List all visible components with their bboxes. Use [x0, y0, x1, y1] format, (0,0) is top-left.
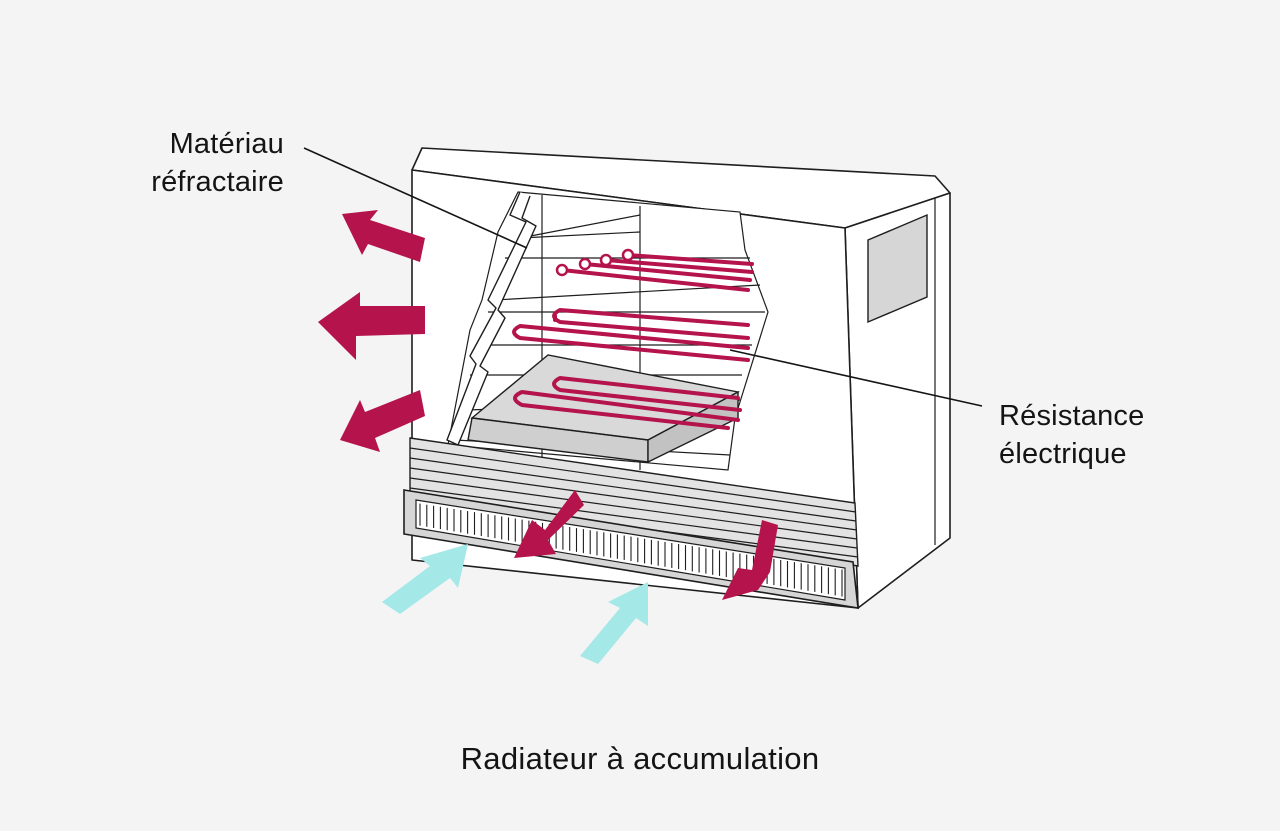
control-panel-window	[867, 213, 928, 324]
cutaway-interior	[446, 191, 769, 471]
hot-air-arrow	[342, 210, 425, 262]
diagram-caption: Radiateur à accumulation	[460, 741, 820, 776]
hot-air-arrow	[340, 390, 425, 452]
hot-air-arrows-left	[318, 210, 425, 452]
cold-air-arrow	[382, 544, 468, 614]
resistance-leader-line	[729, 349, 983, 407]
refractory-label-line1: Matériau	[169, 128, 284, 160]
cold-air-arrow	[580, 582, 648, 664]
refractory-leader-line	[303, 147, 528, 249]
resistance-label-line1: Résistance	[999, 400, 1145, 432]
hot-air-arrow	[722, 520, 778, 600]
refractory-material-label: Matériau réfractaire	[151, 125, 284, 201]
refractory-label-line2: réfractaire	[151, 166, 284, 198]
hot-air-arrow	[514, 490, 584, 558]
heating-coil	[512, 248, 754, 430]
cold-air-arrows	[382, 544, 648, 664]
hot-air-arrows-grille	[514, 490, 778, 600]
electric-resistance-label: Résistance électrique	[999, 397, 1144, 473]
hot-air-arrow	[318, 292, 425, 360]
resistance-label-line2: électrique	[999, 438, 1127, 470]
refractory-wall-cut-edge	[446, 191, 537, 446]
